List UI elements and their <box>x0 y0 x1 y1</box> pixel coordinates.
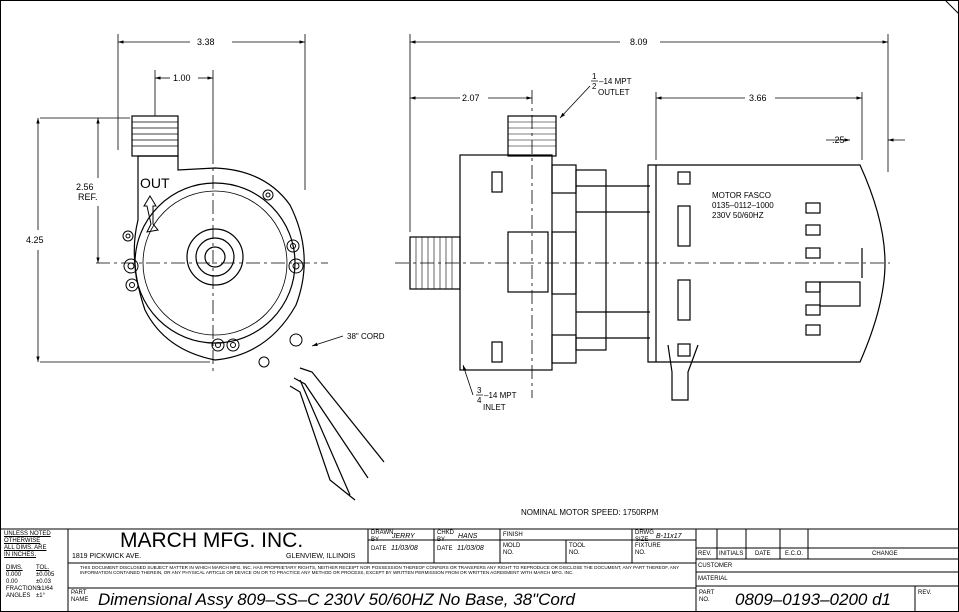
nominal-speed: NOMINAL MOTOR SPEED: 1750RPM <box>521 508 659 517</box>
title-block-grid <box>0 528 959 612</box>
part-name-label: PART NAME <box>71 590 89 603</box>
part-no-label: PART NO. <box>699 590 715 603</box>
tol-dims: 0.000 <box>6 572 22 578</box>
initials-header: INITIALS <box>719 551 744 557</box>
company-address: 1819 PICKWICK AVE. <box>72 553 142 560</box>
finish-label: FINISH <box>503 532 523 538</box>
outlet-fraction-den: 2 <box>592 82 597 91</box>
material-label: MATERIAL <box>698 576 728 582</box>
eco-header: E.C.O. <box>785 551 804 557</box>
inlet-thread: –14 MPT <box>484 391 517 400</box>
outlet-fraction-num: 1 <box>592 72 597 81</box>
tol-value: ±1° <box>36 593 46 599</box>
tolerance-header-line: ALL DIMS. ARE <box>4 545 47 551</box>
dim-overall-height: 4.25 <box>26 235 44 245</box>
front-view <box>96 115 385 501</box>
tolerance-header-line: UNLESS NOTED <box>4 531 51 537</box>
company-name: MARCH MFG. INC. <box>120 529 304 552</box>
drawn-date: 11/03/08 <box>391 545 418 552</box>
date-label: DATE <box>437 546 453 552</box>
dim-height-ref: 2.56 <box>76 182 94 192</box>
motor-line1: MOTOR FASCO <box>712 191 771 200</box>
tool-no-label: TOOL NO. <box>569 543 586 556</box>
dim-end-offset: .25 <box>832 135 845 145</box>
part-name: Dimensional Assy 809–SS–C 230V 50/60HZ N… <box>98 590 575 609</box>
drawn-by-label: DRAWN BY <box>371 530 394 543</box>
drwg-size-label: DRWG SIZE <box>635 530 654 543</box>
dim-overall-length: 8.09 <box>630 37 648 47</box>
tol-dims: FRACTIONS <box>6 586 41 592</box>
front-dimensions <box>36 34 344 363</box>
motor-line2: 0135–0112–1000 <box>712 201 774 210</box>
inlet-fraction-num: 3 <box>477 386 482 395</box>
date-header: DATE <box>755 551 771 557</box>
change-header: CHANGE <box>872 551 898 557</box>
fixture-no-label: FIXTURE NO. <box>635 543 661 556</box>
disclaimer: THIS DOCUMENT DISCLOSED SUBJECT MATTER I… <box>80 565 680 576</box>
out-label: OUT <box>140 175 170 191</box>
checked-date: 11/03/08 <box>457 545 484 552</box>
drwg-size: B-11x17 <box>656 533 682 540</box>
tol-dims: ANGLES <box>6 593 31 599</box>
tol-tol-label: TOL. <box>36 565 50 571</box>
dim-outlet-position: 2.07 <box>462 93 480 103</box>
mold-no-label: MOLD NO. <box>503 543 521 556</box>
outlet-thread: –14 MPT <box>599 77 632 86</box>
customer-label: CUSTOMER <box>698 563 733 569</box>
inlet-fraction-den: 4 <box>477 396 482 405</box>
tol-value: ±0.005 <box>36 572 55 578</box>
chkd-by-label: CHKD BY <box>437 530 455 543</box>
tolerance-header-line: IN INCHES. <box>4 552 37 558</box>
dim-height-ref-label: REF. <box>78 192 98 202</box>
dim-outlet-offset: 1.00 <box>173 73 191 83</box>
tolerance-header: UNLESS NOTED OTHERWISE ALL DIMS. ARE IN … <box>4 531 66 559</box>
tol-value: ±1/64 <box>38 586 53 592</box>
tolerance-header-line: OTHERWISE <box>4 538 41 544</box>
part-no: 0809–0193–0200 d1 <box>735 590 891 609</box>
motor-line3: 230V 50/60HZ <box>712 211 764 220</box>
date-label: DATE <box>371 546 387 552</box>
drawn-by: JERRY <box>392 533 415 540</box>
chkd-by: HANS <box>458 533 478 540</box>
tol-value: ±0.03 <box>36 579 51 585</box>
tol-dims-label: DIMS. <box>6 565 23 571</box>
cord-callout: 38" CORD <box>347 332 385 341</box>
dim-front-width: 3.38 <box>197 37 215 47</box>
tolerance-table: DIMS. TOL. 0.000 ±0.005 0.00 ±0.03 FRACTION… <box>6 565 66 600</box>
side-view <box>395 90 890 401</box>
side-dimensions <box>409 34 905 396</box>
tol-dims: 0.00 <box>6 579 18 585</box>
company-city: GLENVIEW, ILLINOIS <box>286 553 356 560</box>
inlet-label: INLET <box>483 403 506 412</box>
dim-motor-length: 3.66 <box>749 93 767 103</box>
rev-header: REV. <box>698 551 712 557</box>
rev-label: REV. <box>918 590 932 596</box>
outlet-label: OUTLET <box>598 88 630 97</box>
